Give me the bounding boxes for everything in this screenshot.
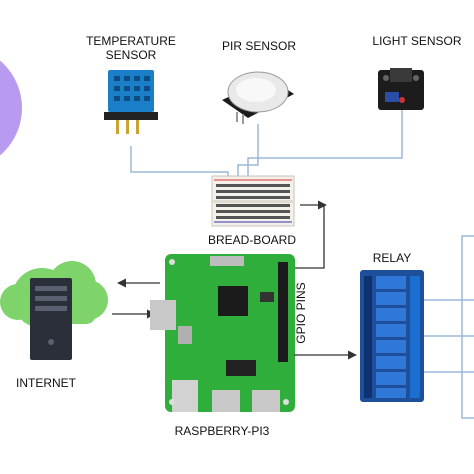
relay-label: RELAY <box>372 251 412 265</box>
internet-label: INTERNET <box>16 376 76 390</box>
temperature-sensor-label: TEMPERATURE SENSOR <box>80 34 182 62</box>
gpio-pins-label: GPIO PINS <box>294 282 308 344</box>
sensor-connector-lines <box>130 110 403 178</box>
breadboard-label: BREAD-BOARD <box>207 233 296 247</box>
light-sensor-icon <box>378 68 424 110</box>
pi-to-breadboard-line <box>294 205 325 269</box>
relay-output-lines <box>424 235 474 419</box>
raspberry-pi-icon <box>150 254 295 412</box>
purple-shape <box>0 60 22 156</box>
breadboard-icon <box>211 175 295 227</box>
raspberry-pi-label: RASPBERRY-PI3 <box>174 424 270 438</box>
relay-board-icon <box>360 270 424 402</box>
pir-sensor-label: PIR SENSOR <box>221 39 296 53</box>
internet-cloud-icon <box>0 261 108 360</box>
temperature-sensor-icon <box>104 70 158 134</box>
pir-sensor-icon <box>222 71 294 124</box>
light-sensor-label: LIGHT SENSOR <box>372 34 462 48</box>
temperature-sensor-label-line2: SENSOR <box>105 48 157 62</box>
temperature-sensor-label-line1: TEMPERATURE <box>86 34 176 48</box>
